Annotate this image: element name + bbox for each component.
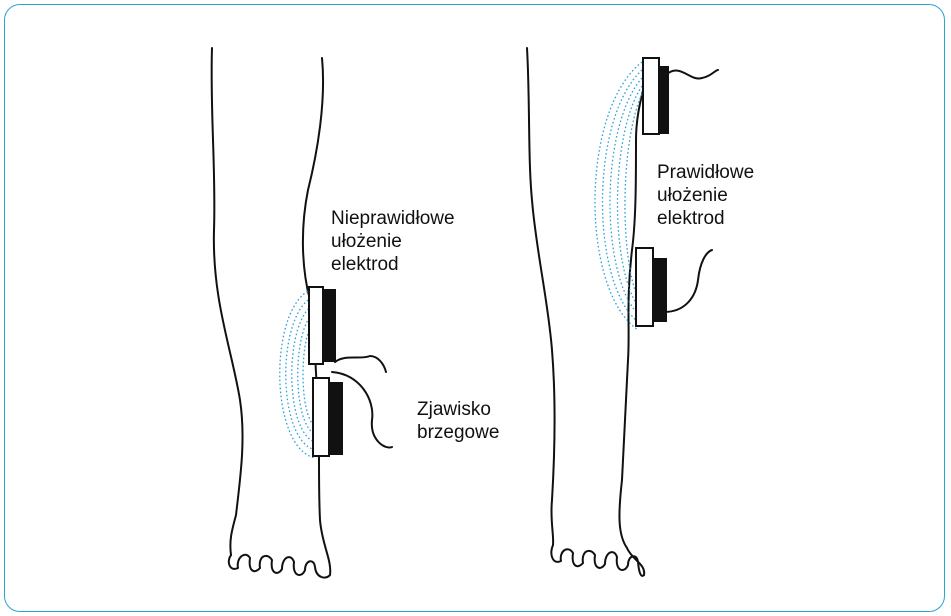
right-upper-electrode xyxy=(643,58,669,134)
left-upper-electrode xyxy=(309,287,336,364)
left-foot-toes xyxy=(229,555,330,578)
right-lower-wire xyxy=(664,250,712,312)
right-leg xyxy=(527,48,650,576)
right-leg-back-contour xyxy=(527,48,555,545)
incorrect-placement-label: Nieprawidłowe ułożenie elektrod xyxy=(331,207,455,276)
correct-placement-label: Prawidłowe ułożenie elektrod xyxy=(657,161,754,230)
right-foot-toes xyxy=(551,545,644,576)
right-upper-wire xyxy=(666,70,718,79)
right-upper-pad xyxy=(643,58,659,134)
left-leg-back-contour xyxy=(212,48,243,555)
right-lower-pad xyxy=(636,248,653,326)
left-lower-pad xyxy=(313,378,329,456)
right-lower-electrode xyxy=(636,248,667,326)
left-upper-wire xyxy=(335,356,386,372)
edge-effect-label: Zjawisko brzegowe xyxy=(417,398,499,444)
left-upper-pad xyxy=(309,287,323,364)
left-lower-electrode xyxy=(313,378,343,456)
